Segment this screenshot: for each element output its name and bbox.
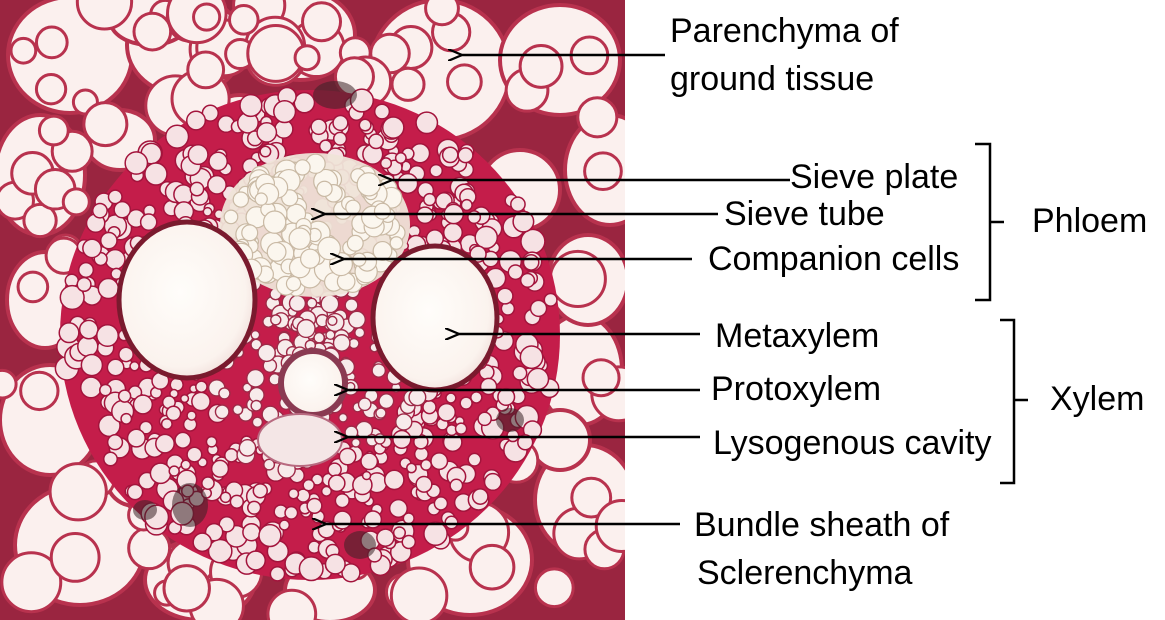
label-phloem: Phloem (1032, 202, 1147, 240)
bracket-phloem (975, 144, 1004, 300)
bracket-xylem (1000, 320, 1028, 483)
label-companion-cells: Companion cells (708, 240, 959, 278)
label-lysogenous-cavity: Lysogenous cavity (713, 424, 991, 462)
label-metaxylem: Metaxylem (715, 317, 879, 355)
label-protoxylem: Protoxylem (711, 370, 881, 408)
label-sieve-plate: Sieve plate (790, 158, 958, 196)
label-bundle-sheath-line1: Bundle sheath of (694, 506, 949, 544)
label-parenchyma-line1: Parenchyma of (670, 12, 899, 50)
label-parenchyma-line2: ground tissue (670, 60, 874, 98)
label-sieve-tube: Sieve tube (724, 195, 885, 233)
label-bundle-sheath-line2: Sclerenchyma (697, 554, 912, 592)
label-xylem: Xylem (1050, 380, 1144, 418)
